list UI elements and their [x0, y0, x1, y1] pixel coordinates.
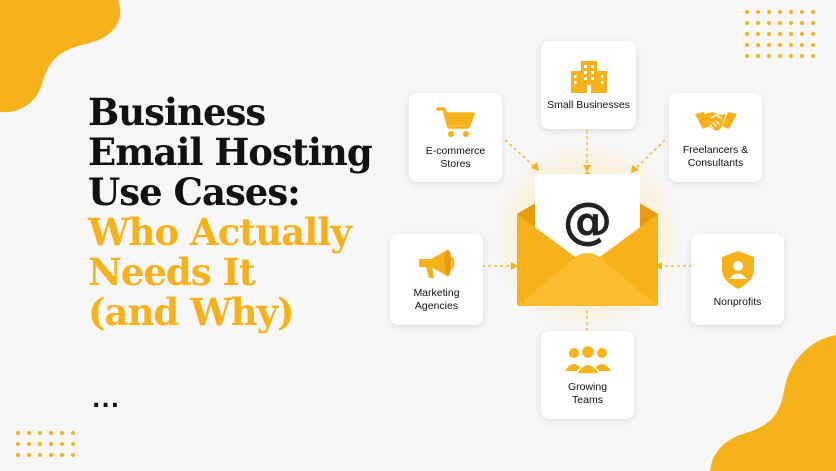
use-case-card-freelancers: Freelancers & Consultants [669, 93, 762, 182]
use-case-card-ecommerce: E-commerce Stores [409, 93, 502, 182]
bottom-right-blob [710, 335, 836, 471]
top-left-blob [0, 0, 121, 113]
use-case-label: E-commerce Stores [425, 144, 486, 170]
more-ellipsis: ... [92, 388, 121, 413]
use-case-card-marketing: Marketing Agencies [390, 234, 483, 325]
page-title: Business Email Hosting Use Cases: Who Ac… [88, 90, 373, 334]
use-case-label: Growing Teams [567, 381, 608, 406]
use-case-card-growing-teams: Growing Teams [541, 331, 634, 419]
handshake-icon [694, 111, 737, 131]
title-line-accent: (and Why) [88, 290, 295, 334]
bottom-left-dot-grid [16, 431, 75, 457]
shopping-cart-icon [435, 106, 475, 137]
top-right-dot-grid [745, 10, 815, 58]
title-line: Use Cases: [88, 170, 301, 214]
title-line-accent: Who Actually [88, 210, 352, 254]
use-case-card-small-businesses: Small Businesses [541, 41, 636, 129]
use-case-label: Small Businesses [547, 98, 630, 111]
megaphone-icon [418, 249, 455, 278]
title-line: Business [88, 90, 266, 134]
team-icon [564, 344, 611, 375]
use-case-card-nonprofits: Nonprofits [691, 234, 784, 325]
at-symbol: @ [563, 192, 613, 250]
use-case-label: Freelancers & Consultants [682, 143, 749, 169]
title-line-accent: Needs It [88, 250, 256, 294]
use-case-label: Nonprofits [713, 296, 762, 308]
use-case-label: Marketing Agencies [413, 286, 460, 312]
buildings-icon [570, 60, 607, 93]
envelope-at-icon: @ [517, 172, 658, 306]
shield-person-icon [721, 251, 754, 289]
title-line: Email Hosting [88, 130, 373, 174]
